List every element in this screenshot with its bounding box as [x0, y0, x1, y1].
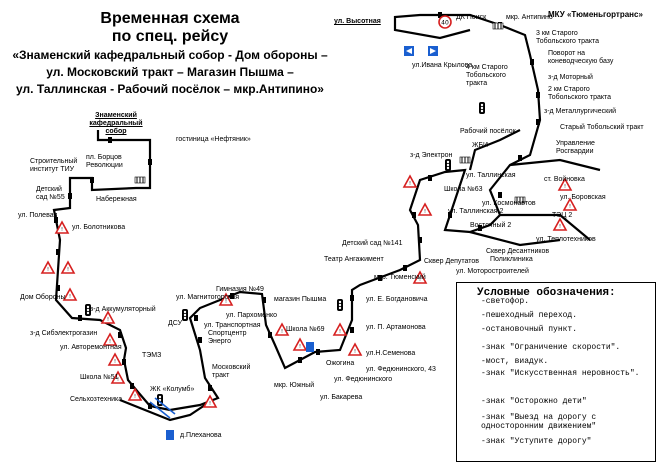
label-bogdanovicha: ул. Е. Богдановича: [366, 296, 428, 303]
title-line-1: Временная схема: [100, 10, 240, 27]
label-tallinsk2: ул. Таллинская 2: [448, 208, 504, 215]
label-agafonov: Театр Ангажимент: [324, 256, 384, 263]
label-rabochy: Рабочий посёлок: [460, 128, 516, 135]
label-dsu: ДСУ: [168, 320, 183, 327]
label-pyshma: магазин Пышма: [274, 296, 327, 303]
label-school51: Школа №51: [80, 374, 119, 381]
label-vysotnaya: ул. Высотная: [334, 18, 381, 25]
label-artamonova: ул. П. Артамонова: [366, 324, 426, 331]
label-sibelectro: з-д Сибэлектрогазин: [30, 330, 98, 337]
label-tem3: ТЭМЗ: [142, 352, 162, 359]
label-motorostr: ул. Моторостроителей: [456, 268, 529, 275]
label-moskovsky: Московский тракт: [212, 364, 251, 379]
label-km3: 3 км Старого Тобольского тракта: [536, 30, 600, 45]
label-hotel: гостиница «Нефтяник»: [176, 136, 251, 143]
label-avtoremont: ул. Авторемонтная: [60, 344, 122, 351]
label-ivkrylova: ул.Ивана Крылова: [412, 62, 473, 69]
label-stary: Старый Тобольский тракт: [560, 124, 644, 131]
label-tyumensky: мкр. Тюменский: [374, 274, 426, 281]
title-line-2: по спец. рейсу: [111, 28, 229, 45]
label-school69: Школа №69: [286, 326, 325, 333]
label-detsad55: Детский сад №55: [36, 186, 65, 201]
label-tallinsk: ул. Таллинская: [466, 172, 516, 179]
map-title: Временная схема по спец. рейсу «Знаменск…: [0, 10, 340, 97]
label-detsad141: Детский сад №141: [342, 240, 403, 247]
legend-item-bridge: -мост, виадук.: [481, 357, 549, 366]
label-kolumb: ЖК «Колумб»: [150, 386, 195, 393]
label-fedyun43: ул. Федюнинского, 43: [366, 366, 436, 373]
bridge-marks: [149, 397, 176, 419]
label-ozhogina: Ожогина: [326, 360, 355, 367]
label-cathedral: Знаменский кафедральный собор: [89, 112, 143, 135]
label-domoborony: Дом Обороны: [20, 294, 66, 301]
label-fedyun: ул. Федюнинского: [334, 376, 393, 383]
label-povorot: Поворот на коневодческую базу: [548, 50, 614, 65]
legend-item-children: -знак "Осторожно дети": [481, 397, 587, 406]
label-km4: 4 км Старого Тобольского тракта: [466, 64, 508, 87]
label-naberezh: Набережная: [96, 196, 137, 203]
label-transport: ул. Транспортная: [204, 322, 261, 329]
label-parkhom: ул. Пархоменко: [226, 312, 277, 319]
legend-item-yield: -знак "Уступите дорогу": [481, 437, 592, 446]
label-borovskaya: ул. Боровская: [560, 194, 606, 201]
legend-item-traffic-light: -светофор.: [481, 297, 530, 306]
label-km2: 2 км Старого Тобольского тракта: [548, 86, 612, 101]
legend-item-one-way: -знак "Выезд на дорогу с односторонним д…: [481, 413, 597, 431]
legend-item-speed-limit: -знак "Ограничение скорости".: [481, 343, 621, 352]
label-gimnaz49: Гимназия №49: [216, 286, 264, 293]
label-deputat: Сквер Депутатов: [424, 258, 480, 265]
svg-text:40: 40: [441, 20, 449, 27]
label-antipino: мкр. Антипино: [506, 14, 553, 21]
legend-item-bump: -знак "Искусственная неровность".: [481, 369, 640, 378]
route-line-1: «Знаменский кафедральный собор - Дом обо…: [12, 48, 328, 62]
speed-limit-sign: 40: [438, 15, 452, 29]
label-kosmonavt: ул. Космонавтов: [482, 200, 536, 207]
label-elektron: з-д Электрон: [410, 152, 453, 159]
label-motorny: з-д Моторный: [548, 74, 593, 81]
label-vostochny2: Восточный 2: [470, 222, 512, 229]
one-way-signs: [166, 46, 438, 440]
label-akkum: з-д Аккумуляторный: [90, 306, 156, 313]
legend-title: Условные обозначения:: [477, 287, 616, 299]
label-zhbi: ЖБИ: [472, 142, 489, 149]
label-school63: Школа №63: [444, 186, 483, 193]
label-tets2: ТЭЦ 2: [552, 212, 573, 219]
label-teplotekh: ул. Теплотехников: [536, 236, 596, 243]
label-bolotnikova: ул. Болотникова: [72, 224, 126, 231]
label-metallurg: з-д Металлургический: [544, 108, 617, 115]
label-yuzhny: мкр. Южный: [274, 382, 315, 389]
label-borcov: пл. Борцов Революции: [86, 154, 123, 169]
legend-item-stop: -остановочный пункт.: [481, 325, 578, 334]
label-dkpoisk: ДК Поиск: [456, 14, 487, 21]
label-polevaya: ул. Полевая: [18, 212, 58, 219]
label-bakareva: ул. Бакарева: [320, 394, 363, 401]
label-sportcentr: Спортцентр Энерго: [208, 330, 247, 345]
route-line-2: ул. Московский тракт – Магазин Пышма –: [46, 65, 294, 79]
label-stroit: Строительный институт ТИУ: [30, 158, 78, 173]
label-upravlenie: Управление Росгвардии: [556, 140, 595, 155]
label-selkhoz: Сельхозтехника: [70, 396, 123, 403]
organization-name: МКУ «Тюменьгортранс»: [548, 10, 643, 19]
label-plekhanova: д.Плеханова: [180, 432, 222, 439]
label-voikovka: ст. Войновка: [544, 176, 585, 183]
label-magnit: ул. Магнитогорская: [176, 294, 240, 301]
label-semenova: ул.Н.Семенова: [366, 350, 416, 357]
label-desantnik: Сквер Десантников: [486, 248, 550, 255]
label-poliklinika: Поликлиника: [490, 256, 533, 263]
map-legend: Условные обозначения: -светофор. -пешехо…: [456, 282, 656, 462]
traffic-lights: [85, 102, 485, 406]
legend-item-crosswalk: -пешеходный переход.: [481, 311, 578, 320]
route-line-3: ул. Таллинская - Рабочий посёлок – мкр.А…: [16, 82, 324, 96]
